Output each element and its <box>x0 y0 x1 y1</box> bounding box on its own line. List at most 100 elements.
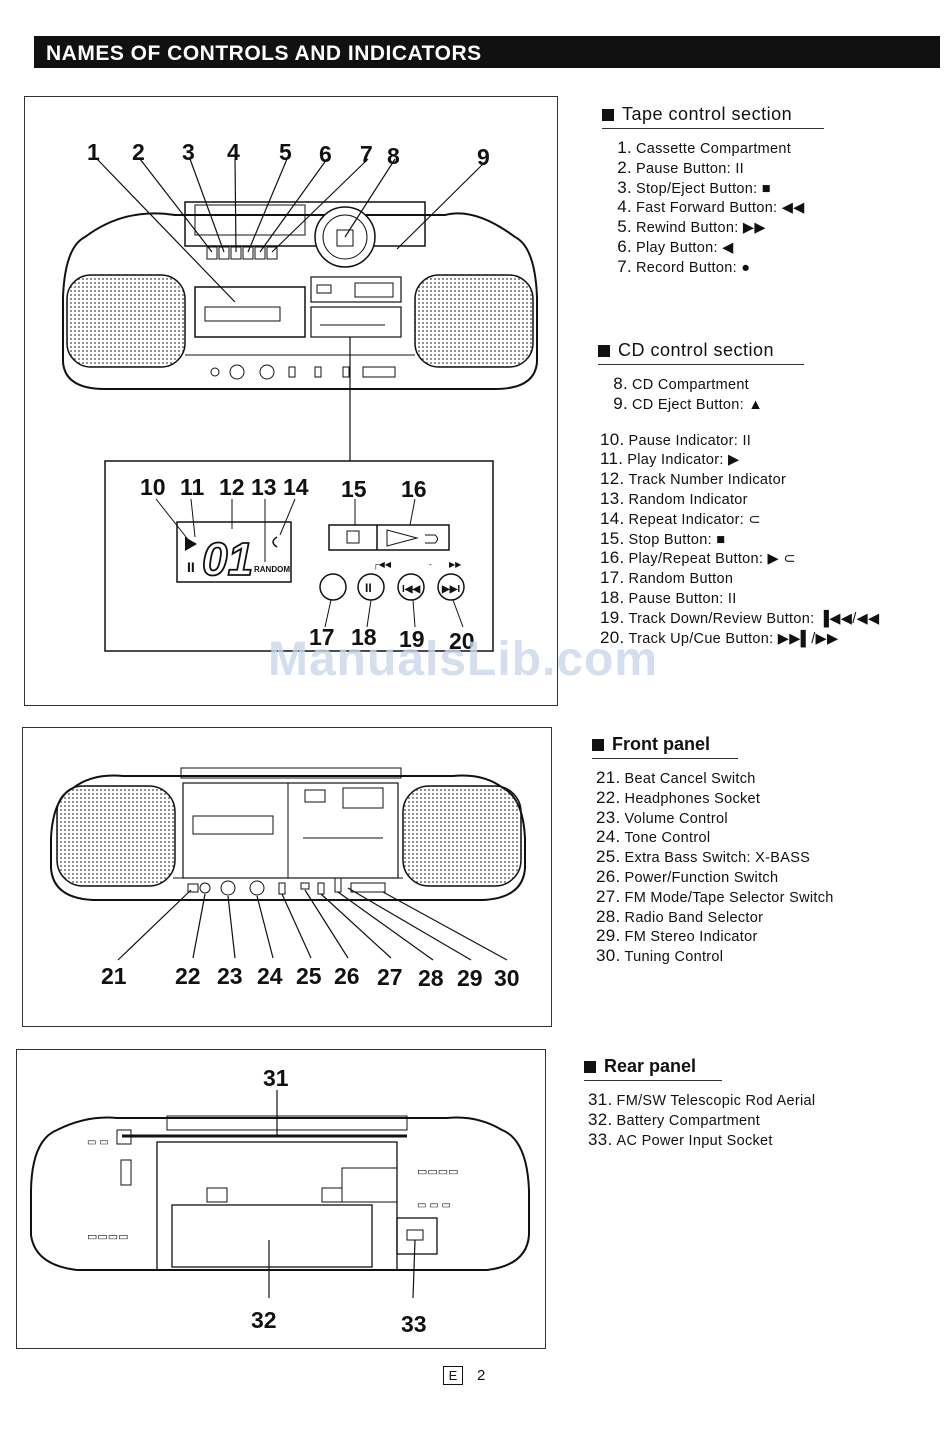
list-item: 24.Tone Control <box>596 827 711 847</box>
svg-text:▶▶: ▶▶ <box>449 560 462 569</box>
callout-21: 21 <box>101 963 127 989</box>
list-item: 14.Repeat Indicator: ⊂ <box>600 508 761 528</box>
front-panel-section: Front panel 21.Beat Cancel Switch 22.Hea… <box>592 734 834 967</box>
callout-5: 5 <box>279 139 292 165</box>
callout-8: 8 <box>387 143 400 169</box>
front-panel-diagram: 21 22 23 24 25 26 27 28 29 30 <box>22 727 552 1027</box>
callout-18: 18 <box>351 624 377 650</box>
svg-text:II: II <box>365 581 372 595</box>
callout-28: 28 <box>418 965 444 991</box>
callout-6: 6 <box>319 141 332 167</box>
language-badge: E <box>443 1366 463 1385</box>
list-item: 29.FM Stereo Indicator <box>596 926 758 946</box>
list-item: 7.Record Button: ● <box>617 256 751 276</box>
rear-panel-diagram: ▭ ▭ ▭▭▭▭ ▭▭▭▭ ▭ ▭ ▭ 31 32 33 <box>16 1049 546 1349</box>
svg-text:┌◀◀: ┌◀◀ <box>373 560 392 570</box>
list-item: 20.Track Up/Cue Button: ▶▶▌/▶▶ <box>600 627 839 647</box>
callout-2: 2 <box>132 139 145 165</box>
list-item: 5.Rewind Button: ▶▶ <box>617 217 766 237</box>
list-item: 31.FM/SW Telescopic Rod Aerial <box>588 1090 816 1109</box>
callout-19: 19 <box>399 626 425 652</box>
callout-10: 10 <box>140 474 166 500</box>
callout-15: 15 <box>341 476 367 502</box>
tape-control-section: Tape control section 1.Cassette Compartm… <box>602 104 824 278</box>
list-item: 27.FM Mode/Tape Selector Switch <box>596 886 834 906</box>
svg-text:▭▭▭▭: ▭▭▭▭ <box>417 1166 459 1178</box>
list-item: 30.Tuning Control <box>596 946 724 966</box>
callout-13: 13 <box>251 474 277 500</box>
callout-11: 11 <box>180 474 205 500</box>
tape-controls-list: 1.Cassette Compartment 2.Pause Button: I… <box>612 139 824 278</box>
page-footer: E 2 <box>443 1366 485 1385</box>
lcd-track-number: 01 <box>202 533 253 585</box>
header-bar: NAMES OF CONTROLS AND INDICATORS <box>34 36 940 68</box>
callout-30: 30 <box>494 965 520 991</box>
list-item: 2.Pause Button: II <box>617 157 744 177</box>
callout-1: 1 <box>87 139 100 165</box>
page-title: NAMES OF CONTROLS AND INDICATORS <box>46 42 482 65</box>
list-item: 21.Beat Cancel Switch <box>596 768 756 787</box>
list-item: 3.Stop/Eject Button: ■ <box>617 177 771 197</box>
list-item: 9.CD Eject Button: ▲ <box>613 393 763 413</box>
cd-control-section: CD control section 8.CD Compartment 9.CD… <box>598 340 879 648</box>
front-panel-heading: Front panel <box>592 734 738 759</box>
svg-text:▭ ▭ ▭: ▭ ▭ ▭ <box>417 1200 451 1211</box>
callout-27: 27 <box>377 964 403 990</box>
callout-23: 23 <box>217 963 243 989</box>
callout-14: 14 <box>283 474 309 500</box>
list-item: 18.Pause Button: II <box>600 587 737 607</box>
svg-text:▭▭▭▭: ▭▭▭▭ <box>87 1231 129 1243</box>
tape-section-title: Tape control section <box>622 104 793 124</box>
rear-callouts: 31 32 33 <box>251 1065 427 1337</box>
callout-9: 9 <box>477 144 490 170</box>
boombox-front-illustration: 21 22 23 24 25 26 27 28 29 30 <box>50 767 526 991</box>
list-item: 6.Play Button: ◀ <box>617 236 734 256</box>
list-item: 16.Play/Repeat Button: ▶ ⊂ <box>600 548 796 568</box>
rear-panel-section: Rear panel 31.FM/SW Telescopic Rod Aeria… <box>584 1056 815 1150</box>
callout-26: 26 <box>334 963 360 989</box>
list-item: 19.Track Down/Review Button: ▐◀◀/◀◀ <box>600 607 880 627</box>
callout-22: 22 <box>175 963 201 989</box>
callout-24: 24 <box>257 963 283 989</box>
top-callouts: 1 2 3 4 5 6 7 8 9 10 11 12 13 14 15 16 1… <box>87 139 490 654</box>
list-item: 17.Random Button <box>600 568 734 588</box>
callout-4: 4 <box>227 139 240 165</box>
cd-controls-list-b: 10.Pause Indicator: II 11.Play Indicator… <box>600 430 880 649</box>
callout-32: 32 <box>251 1307 277 1333</box>
list-item: 22.Headphones Socket <box>596 787 761 807</box>
boombox-rear-illustration: ▭ ▭ ▭▭▭▭ ▭▭▭▭ ▭ ▭ ▭ 31 32 33 <box>30 1065 530 1337</box>
cd-section-heading: CD control section <box>598 340 804 365</box>
list-item: 1.Cassette Compartment <box>617 138 792 157</box>
rear-panel-heading: Rear panel <box>584 1056 722 1081</box>
rear-panel-title: Rear panel <box>604 1056 697 1076</box>
front-panel-list: 21.Beat Cancel Switch 22.Headphones Sock… <box>596 769 834 967</box>
boombox-top-illustration: II 01 RANDOM II I◀◀ ▶▶I ┌◀◀ - ▶▶ <box>62 139 538 654</box>
square-bullet-icon <box>598 344 610 357</box>
callout-31: 31 <box>263 1065 289 1091</box>
page-number: 2 <box>477 1367 486 1384</box>
rear-panel-list: 31.FM/SW Telescopic Rod Aerial 32.Batter… <box>588 1091 815 1150</box>
list-item: 23.Volume Control <box>596 807 728 827</box>
list-item: 12.Track Number Indicator <box>600 469 787 489</box>
watermark: ManualsLib.com <box>268 633 659 686</box>
svg-text:-: - <box>429 560 432 569</box>
list-item: 8.CD Compartment <box>613 374 750 393</box>
random-indicator-label: RANDOM <box>254 565 290 574</box>
callout-3: 3 <box>182 139 195 165</box>
square-bullet-icon <box>592 738 604 751</box>
front-panel-title: Front panel <box>612 734 710 754</box>
svg-text:II: II <box>187 559 195 575</box>
list-item: 13.Random Indicator <box>600 488 748 508</box>
tape-cd-diagram: II 01 RANDOM II I◀◀ ▶▶I ┌◀◀ - ▶▶ <box>24 96 558 706</box>
svg-text:▶▶I: ▶▶I <box>441 584 460 595</box>
square-bullet-icon <box>584 1060 596 1073</box>
front-callouts: 21 22 23 24 25 26 27 28 29 30 <box>101 963 520 991</box>
callout-20: 20 <box>449 628 475 654</box>
cd-section-title: CD control section <box>618 340 775 360</box>
callout-7: 7 <box>360 141 373 167</box>
list-item: 4.Fast Forward Button: ◀◀ <box>617 197 805 217</box>
list-item: 25.Extra Bass Switch: X-BASS <box>596 847 811 867</box>
callout-25: 25 <box>296 963 322 989</box>
list-item: 11.Play Indicator: ▶ <box>600 449 740 469</box>
tape-section-heading: Tape control section <box>602 104 824 129</box>
